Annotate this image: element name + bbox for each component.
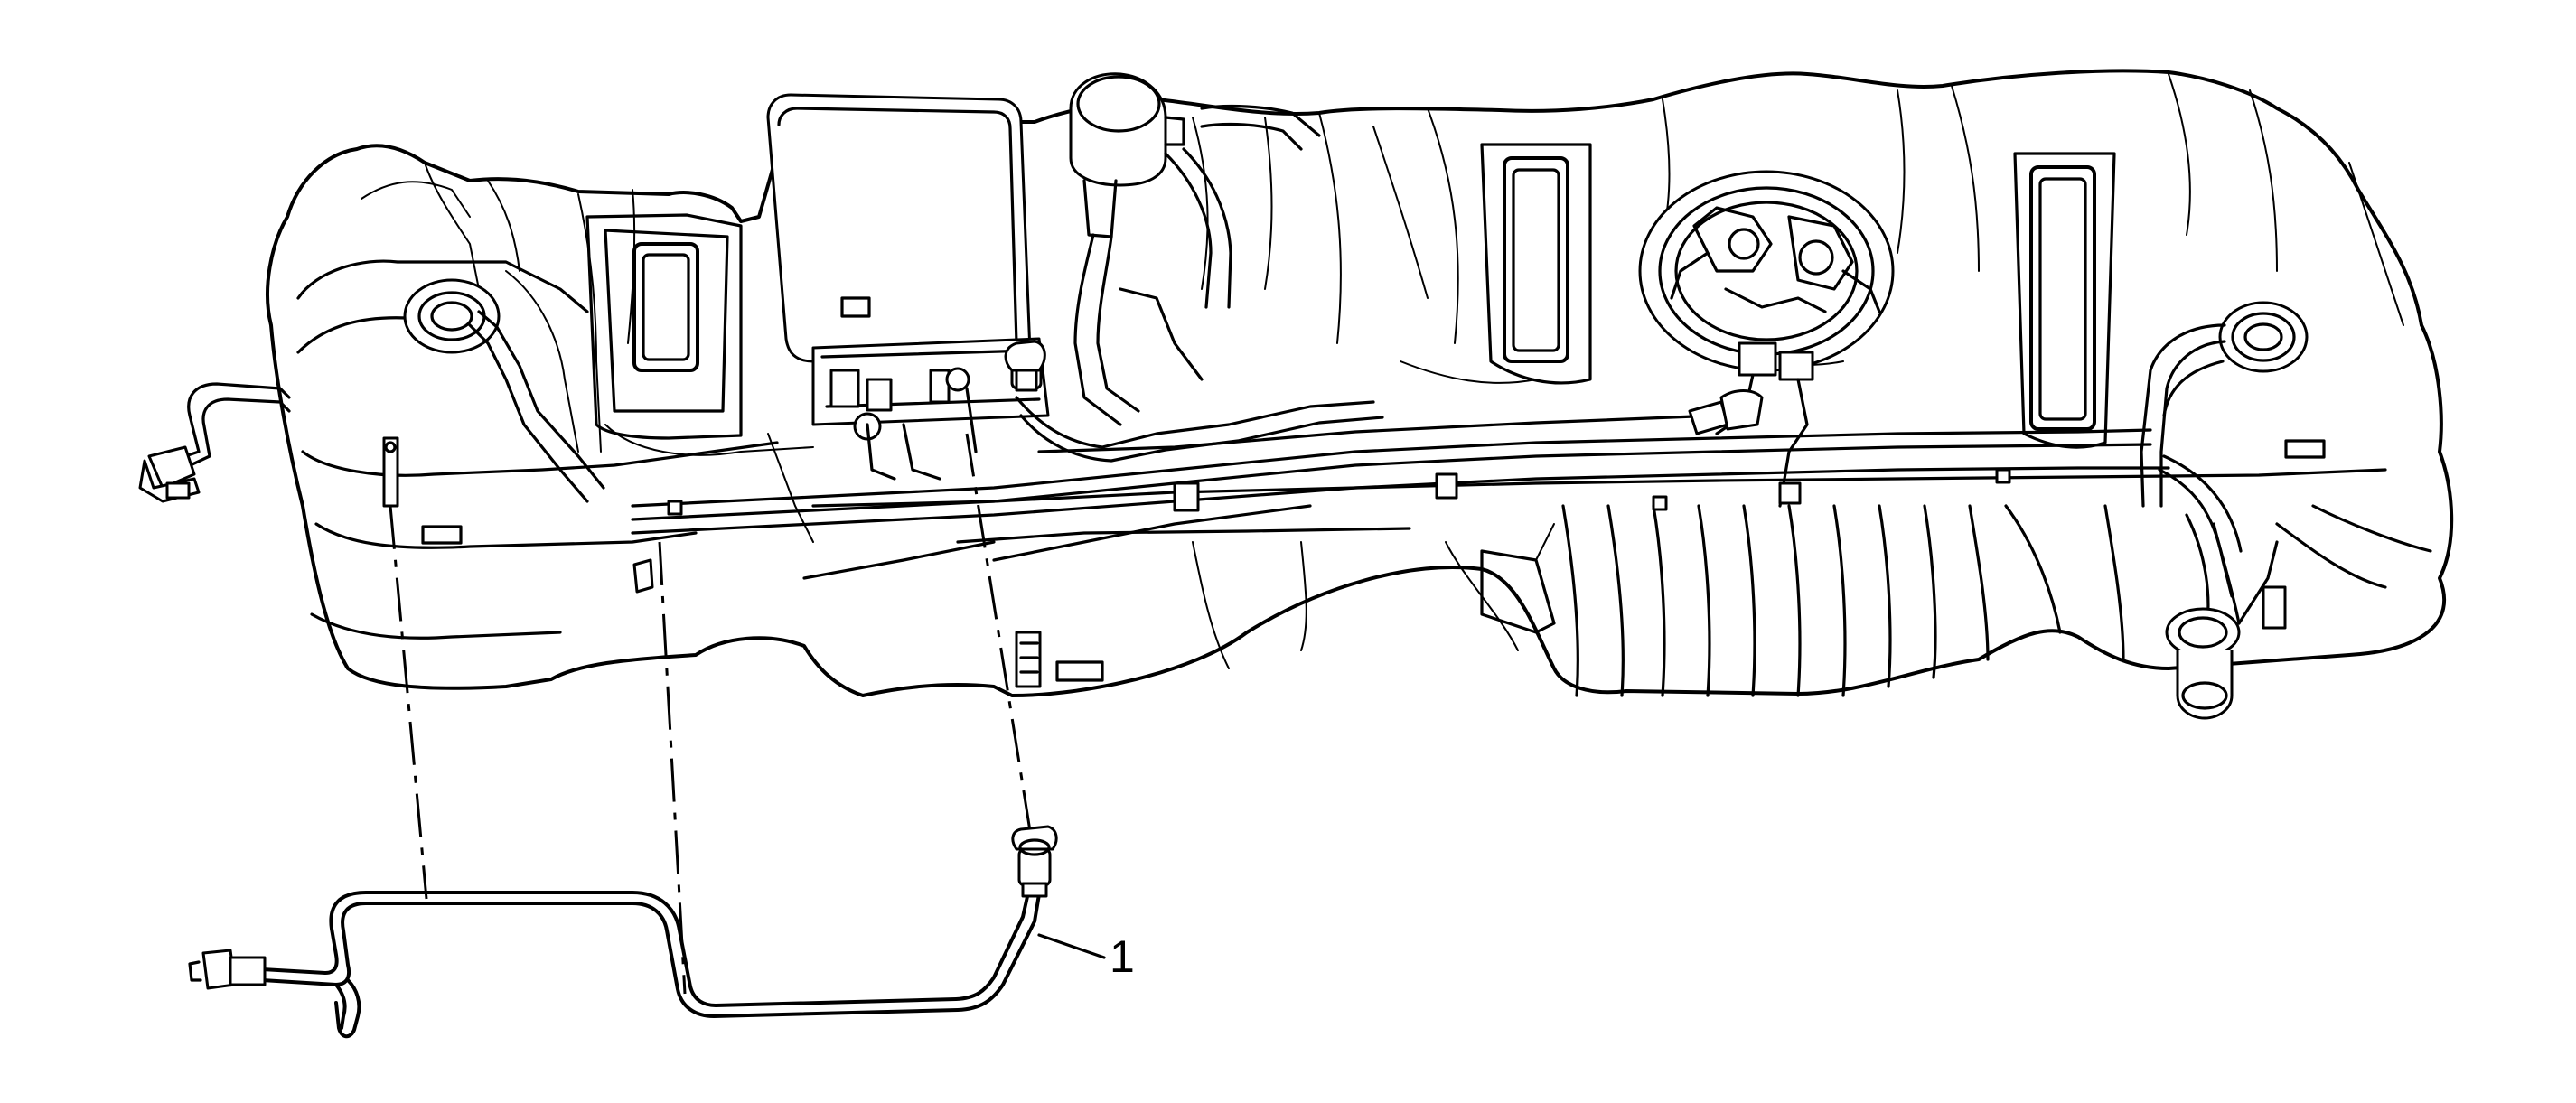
evap-canister-icon	[766, 93, 1050, 481]
fill-neck-port-icon	[2165, 522, 2287, 720]
installation-leader-lines	[389, 433, 1032, 995]
connector-icon	[632, 340, 1764, 688]
purge-valve-icon	[1015, 72, 1384, 463]
fuel-tank-icon	[266, 69, 2454, 697]
callout-1: 1	[1037, 931, 1135, 982]
clip-icon	[382, 436, 399, 508]
fuel-pipe-assembly-icon	[188, 825, 1058, 1039]
tank-ribs	[1561, 504, 1990, 697]
callout-label: 1	[1110, 931, 1135, 982]
pipe-bundle	[631, 414, 2243, 598]
tank-left-pipe	[138, 382, 291, 503]
fuel-sender-module-icon	[2140, 301, 2309, 508]
fuel-pump-module-icon	[1638, 170, 1895, 508]
fill-port-left-icon	[403, 278, 605, 503]
